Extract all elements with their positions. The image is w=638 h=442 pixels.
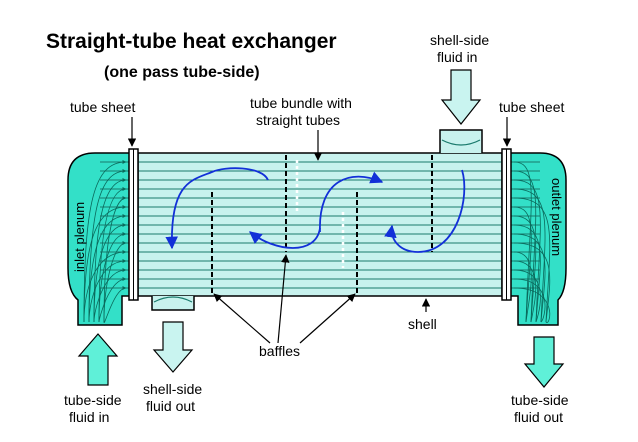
tube-sheet-left-label: tube sheet bbox=[70, 99, 135, 115]
inlet-plenum-flow-line bbox=[88, 259, 127, 323]
tube-out-label-line1: tube-side bbox=[511, 392, 569, 408]
outlet-plenum-flow-line bbox=[513, 224, 541, 323]
outlet-plenum-flow-line bbox=[513, 233, 546, 323]
outlet-plenum-flow-line bbox=[513, 179, 541, 323]
shell-in-arrow[interactable] bbox=[440, 69, 482, 125]
inlet-plenum-flow-line bbox=[93, 223, 127, 323]
tube-out-label-line2: fluid out bbox=[514, 409, 563, 425]
outlet-plenum-flow-line bbox=[513, 260, 537, 323]
tube-in-label-line1: tube-side bbox=[64, 392, 122, 408]
baffle-pointer-3 bbox=[299, 293, 356, 344]
shell-out-arrow[interactable] bbox=[152, 321, 194, 373]
shell-in-label-line1: shell-side bbox=[430, 32, 489, 48]
shell-outlet-meniscus bbox=[153, 296, 193, 303]
outlet-plenum-flow-line bbox=[513, 251, 532, 323]
outlet-plenum-flow-line bbox=[513, 188, 546, 323]
inlet-plenum-flow-line bbox=[103, 196, 127, 323]
diagram-title: Straight-tube heat exchanger bbox=[46, 30, 337, 53]
inlet-plenum-label: inlet plenum bbox=[72, 202, 87, 272]
baffles-label: baffles bbox=[259, 343, 300, 359]
outlet-plenum-flow-line bbox=[513, 206, 532, 323]
outlet-plenum-label: outlet plenum bbox=[549, 178, 564, 256]
shell-out-label-line1: shell-side bbox=[143, 381, 202, 397]
shell-inlet-nozzle bbox=[439, 129, 483, 153]
shell-inlet-meniscus bbox=[441, 139, 481, 146]
shell-in-label-line2: fluid in bbox=[437, 49, 477, 65]
outlet-plenum-flow-line bbox=[513, 170, 537, 323]
baffle-pointer-2 bbox=[277, 254, 290, 344]
inlet-plenum-flow-line bbox=[83, 160, 127, 323]
tube-out-arrow[interactable] bbox=[523, 336, 565, 388]
inlet-plenum-flow-line bbox=[83, 205, 127, 323]
inlet-plenum-flow-line bbox=[98, 277, 127, 323]
shell-flow-path-4 bbox=[384, 169, 466, 253]
inlet-plenum-flow-line bbox=[93, 178, 127, 323]
diagram-subtitle: (one pass tube-side) bbox=[104, 64, 260, 81]
inlet-plenum-flow-line bbox=[98, 232, 127, 323]
plenum-flow-lines bbox=[83, 160, 551, 323]
outlet-plenum-flow-line bbox=[513, 215, 537, 323]
tube-in-arrow[interactable] bbox=[77, 333, 119, 386]
inlet-plenum-flow-line bbox=[98, 187, 127, 323]
outlet-plenum-flow-line bbox=[513, 287, 551, 323]
tube-bundle-label-line1: tube bundle with bbox=[250, 95, 352, 111]
shell-flow-path-3 bbox=[319, 171, 384, 233]
outlet-plenum-flow-line bbox=[513, 161, 532, 323]
inlet-plenum-flow-line bbox=[93, 268, 127, 323]
baffle-pointer-1 bbox=[213, 293, 271, 344]
shell-flow-path-1 bbox=[165, 167, 269, 250]
inlet-plenum-flow-line bbox=[103, 241, 127, 323]
shell-out-label-line2: fluid out bbox=[146, 398, 195, 414]
inlet-plenum-flow-line bbox=[88, 214, 127, 323]
outlet-plenum-flow-line bbox=[513, 197, 551, 323]
tube-sheet-right-label: tube sheet bbox=[499, 99, 564, 115]
inlet-plenum-flow-line bbox=[83, 250, 127, 323]
tube-bundle-label-line2: straight tubes bbox=[256, 112, 340, 128]
outlet-plenum-flow-line bbox=[513, 242, 551, 323]
tube-in-label-line2: fluid in bbox=[69, 409, 109, 425]
outlet-plenum-flow-line bbox=[513, 269, 541, 323]
shell-outlet-nozzle bbox=[151, 296, 195, 311]
inlet-plenum-flow-line bbox=[103, 286, 127, 323]
shell-label: shell bbox=[408, 316, 437, 332]
shell-flow-path-2 bbox=[249, 227, 321, 249]
